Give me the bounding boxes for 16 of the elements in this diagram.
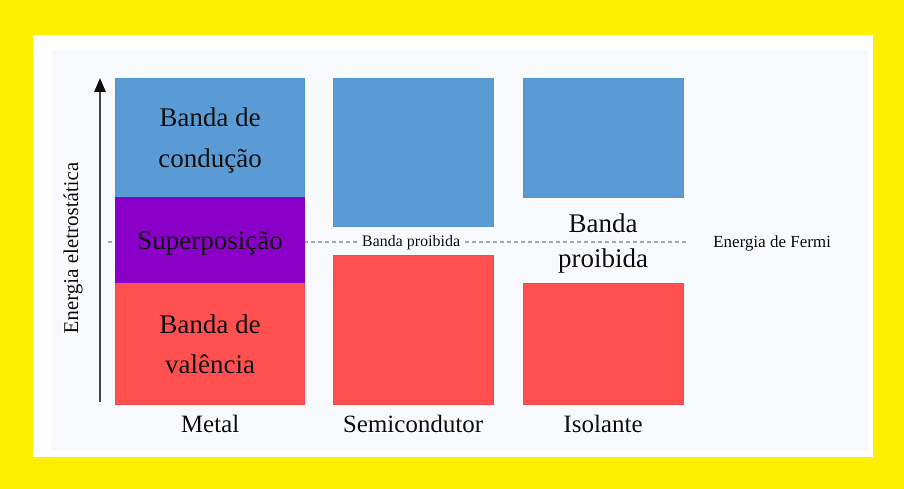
category-label: Semicondutor [342, 410, 484, 440]
band-rect [523, 78, 684, 198]
category-label: Metal [180, 410, 240, 440]
gap-label: Banda proibida [358, 232, 464, 252]
axis-label: Energia eletrostática [58, 162, 84, 334]
band-rect [523, 283, 684, 405]
band-label: Superposição [137, 224, 283, 257]
band-label: Banda de condução [157, 101, 263, 175]
band-rect [333, 255, 494, 405]
energy-band [115, 283, 305, 405]
category-label: Isolante [563, 410, 643, 440]
band-label: Banda de valência [158, 308, 262, 381]
energy-band [115, 197, 305, 283]
band-rect [333, 78, 494, 227]
gap-label: Banda proibida [557, 206, 649, 275]
energy-band [115, 78, 305, 197]
